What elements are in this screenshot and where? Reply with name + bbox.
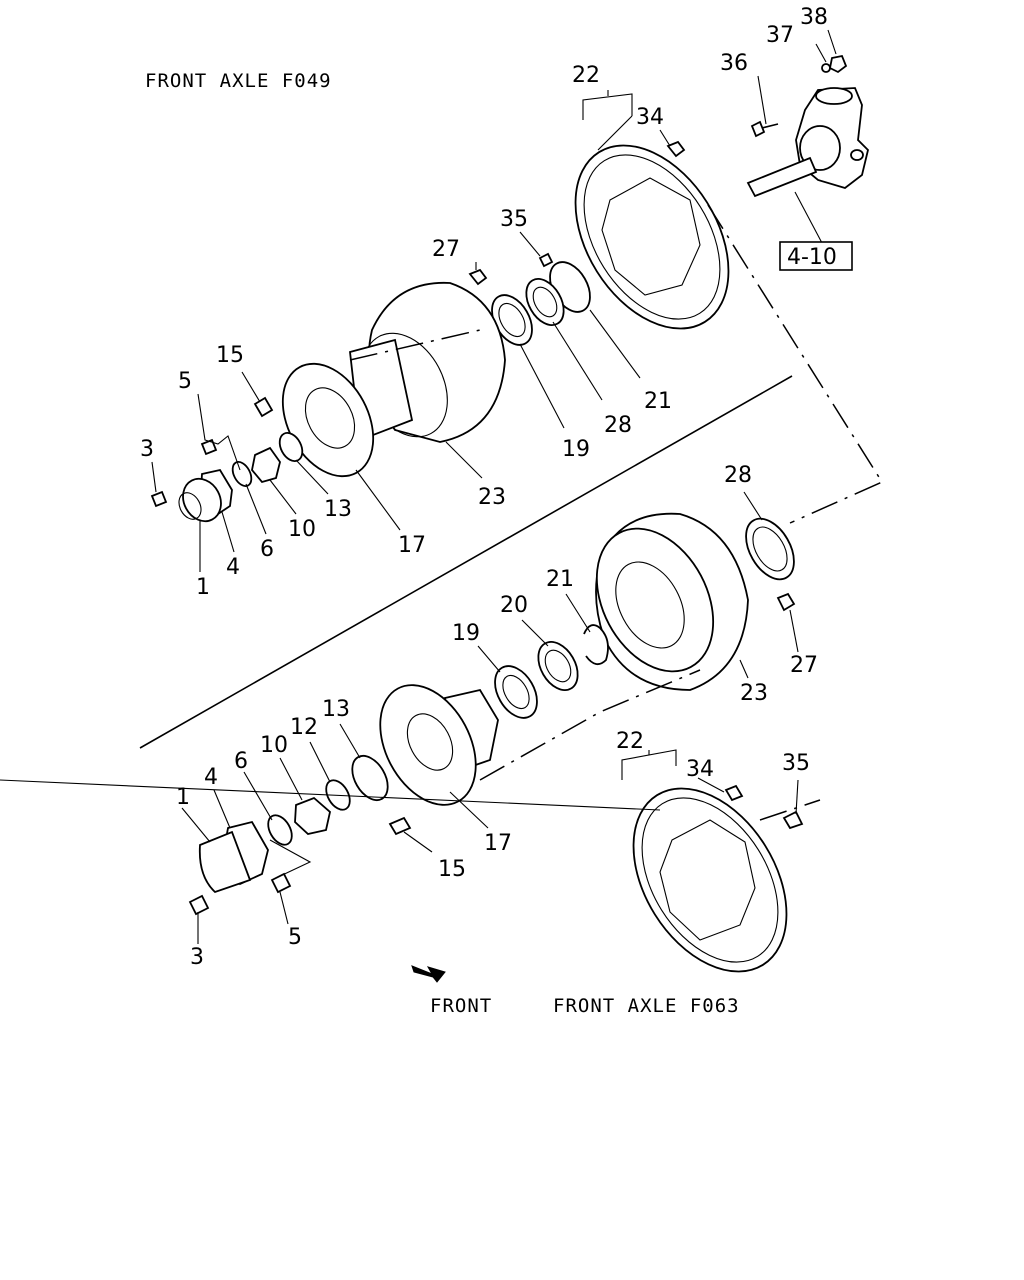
- callout-d34: 34: [686, 757, 714, 782]
- callout-d21: 21: [546, 567, 574, 592]
- callout-c10: 10: [288, 517, 316, 542]
- callout-d19: 19: [452, 621, 480, 646]
- callout-d28: 28: [724, 463, 752, 488]
- callout-d6: 6: [234, 749, 248, 774]
- bolt-34-bottom: [724, 784, 744, 802]
- callout-labels: 3837362234352715531461013172319282128212…: [140, 5, 828, 970]
- callout-c27: 27: [432, 237, 460, 262]
- callout-c19: 19: [562, 437, 590, 462]
- seal-20-bottom: [537, 641, 579, 691]
- bearing-13-bottom: [351, 755, 389, 801]
- bottom-leader-lines: [0, 491, 799, 944]
- nut-10-top: [251, 446, 281, 484]
- callout-c37: 37: [766, 23, 794, 48]
- callout-d5: 5: [288, 925, 302, 950]
- callout-d17: 17: [484, 831, 512, 856]
- callout-c38: 38: [800, 5, 828, 30]
- callout-d1: 1: [176, 785, 190, 810]
- callout-c21: 21: [644, 389, 672, 414]
- bolt-5-top: [200, 438, 218, 456]
- callout-d35: 35: [782, 751, 810, 776]
- callout-d3: 3: [190, 945, 204, 970]
- hub-17-bottom: [379, 684, 499, 806]
- hubcap-1-top: [178, 477, 222, 523]
- callout-c23: 23: [478, 485, 506, 510]
- callout-c22: 22: [572, 63, 600, 88]
- bearing-13-top: [278, 432, 304, 462]
- nut-27-top: [468, 268, 488, 286]
- callout-c15: 15: [216, 343, 244, 368]
- axis-center-line-top: [349, 329, 481, 361]
- callout-c34: 34: [636, 105, 664, 130]
- backing-plate-top: [574, 144, 730, 330]
- nut-38: [828, 54, 848, 74]
- callout-d15: 15: [438, 857, 466, 882]
- axis-center-line-bottom: [479, 669, 701, 781]
- axis-center-line: [707, 204, 884, 524]
- ref-box: [779, 241, 853, 271]
- washer-37: [821, 63, 831, 73]
- callout-c17: 17: [398, 533, 426, 558]
- bolt-35-bottom: [782, 810, 804, 830]
- callout-c6: 6: [260, 537, 274, 562]
- steering-knuckle: [746, 87, 869, 198]
- callout-c35: 35: [500, 207, 528, 232]
- callout-c28: 28: [604, 413, 632, 438]
- bolt-35-top: [538, 252, 554, 268]
- axis-center-line-plate: [759, 799, 821, 821]
- stud-15-top: [253, 396, 274, 418]
- lock-ring-6-bottom: [267, 814, 293, 846]
- bolt-34-top: [666, 140, 686, 158]
- lock-ring-6-top: [231, 461, 253, 487]
- nut-27-bottom: [776, 592, 796, 612]
- callout-d12: 12: [290, 715, 318, 740]
- callout-d23: 23: [740, 681, 768, 706]
- ref-box-label: 4-10: [787, 245, 837, 270]
- bolt-36: [750, 120, 779, 138]
- callout-c36: 36: [720, 51, 748, 76]
- diagram-separator-line: [139, 375, 793, 749]
- callout-c5: 5: [178, 369, 192, 394]
- bearing-19-bottom: [494, 665, 538, 719]
- callout-c1: 1: [196, 575, 210, 600]
- callout-d27: 27: [790, 653, 818, 678]
- callout-c3: 3: [140, 437, 154, 462]
- callout-d20: 20: [500, 593, 528, 618]
- callout-d13: 13: [322, 697, 350, 722]
- front-direction-label: FRONT: [430, 995, 492, 1017]
- bolt-5-bottom: [270, 872, 292, 894]
- seal-28-top: [525, 278, 565, 326]
- hubcap-1-bottom: [198, 830, 252, 894]
- bolt-3-bottom: [188, 894, 210, 916]
- bolt-3-top: [150, 490, 168, 508]
- front-arrow-icon: [411, 965, 446, 983]
- callout-d4: 4: [204, 765, 218, 790]
- callout-c4: 4: [226, 555, 240, 580]
- snap-ring-21-bottom: [583, 624, 609, 666]
- stud-15-bottom: [388, 816, 412, 836]
- seal-28-bottom: [745, 517, 795, 581]
- ref-leader-line: [794, 191, 823, 244]
- callout-d10: 10: [260, 733, 288, 758]
- bottom-diagram-caption: FRONT AXLE F063: [553, 995, 740, 1017]
- callout-d22: 22: [616, 729, 644, 754]
- top-diagram-caption: FRONT AXLE F049: [145, 70, 332, 92]
- top-leader-lines: [151, 29, 837, 572]
- callout-c13: 13: [324, 497, 352, 522]
- backing-plate-bottom: [632, 787, 788, 973]
- nut-10-bottom: [294, 796, 331, 835]
